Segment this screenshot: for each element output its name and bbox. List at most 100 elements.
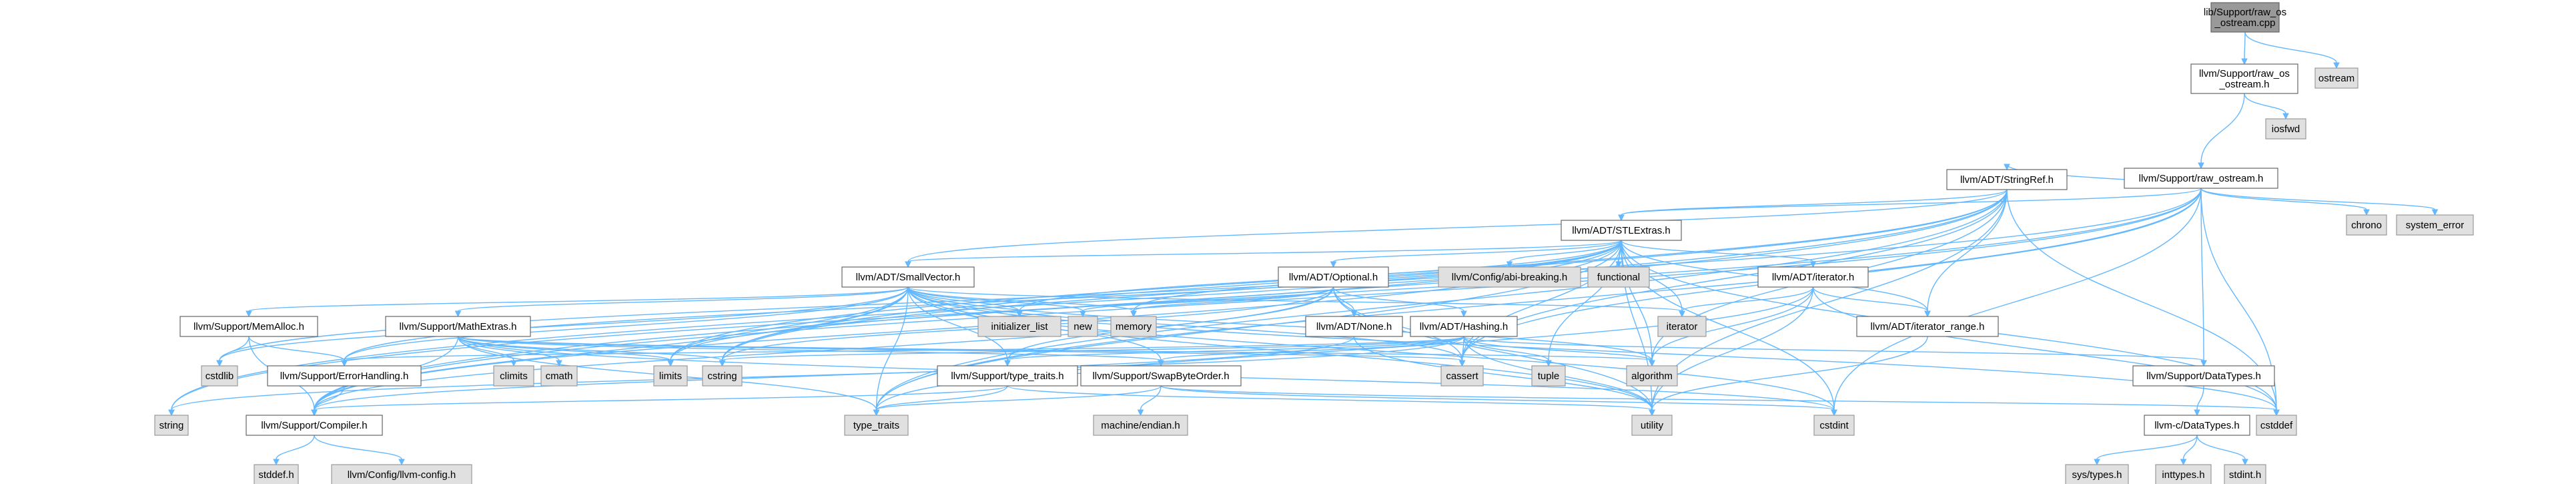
edge-arrowhead	[1016, 310, 1023, 318]
node-label: lib/Support/raw_os	[2204, 7, 2286, 18]
node-cstddef: cstddef	[2256, 415, 2297, 436]
edge-smallvector-to-algorithm	[907, 286, 1653, 361]
node-adtiterator[interactable]: llvm/ADT/iterator.h	[1757, 266, 1869, 288]
edge-swapbyteorder-to-cstddef	[1160, 385, 2277, 411]
edge-stringref-to-stlextras	[1621, 189, 2008, 216]
node-typetraits_h[interactable]: llvm/Support/type_traits.h	[937, 365, 1078, 387]
edge-arrowhead	[454, 310, 462, 318]
node-smallvector[interactable]: llvm/ADT/SmallVector.h	[841, 266, 975, 288]
node-inttypes: inttypes.h	[2155, 464, 2212, 484]
edge-optional-to-memory	[1133, 286, 1334, 312]
edge-arrowhead	[273, 459, 280, 466]
edge-memalloc-to-errhandling	[248, 336, 345, 361]
node-optional[interactable]: llvm/ADT/Optional.h	[1278, 266, 1389, 288]
node-swapbyteorder[interactable]: llvm/Support/SwapByteOrder.h	[1080, 365, 1242, 387]
node-label: llvm/ADT/Hashing.h	[1420, 321, 1509, 332]
node-root[interactable]: lib/Support/raw_os_ostream.cpp	[2204, 2, 2286, 33]
edge-hashing-to-swapbyteorder	[1160, 336, 1464, 361]
edge-arrowhead	[1649, 409, 1655, 417]
node-limits: limits	[653, 365, 688, 387]
edge-stlextras-to-abibreaking	[1509, 240, 1622, 262]
node-cdatatypes[interactable]: llvm-c/DataTypes.h	[2144, 415, 2250, 436]
node-iterator: iterator	[1657, 316, 1707, 337]
node-box	[2256, 415, 2297, 436]
edge-arrowhead	[667, 360, 674, 367]
node-label: llvm/Support/Compiler.h	[261, 420, 367, 431]
edge-hashing-to-cassert	[1461, 336, 1464, 361]
edge-arrowhead	[905, 261, 911, 268]
edge-adtiterator-to-utility	[1651, 286, 1814, 411]
node-errhandling[interactable]: llvm/Support/ErrorHandling.h	[267, 365, 422, 387]
node-none[interactable]: llvm/ADT/None.h	[1305, 316, 1403, 337]
node-box	[1561, 220, 1682, 241]
node-stlextras[interactable]: llvm/ADT/STLExtras.h	[1561, 220, 1682, 241]
edge-arrowhead	[311, 409, 318, 417]
node-label: stddef.h	[258, 469, 294, 481]
node-box	[937, 365, 1078, 387]
node-compiler[interactable]: llvm/Support/Compiler.h	[246, 415, 383, 436]
node-datatypes[interactable]: llvm/Support/DataTypes.h	[2132, 365, 2275, 387]
node-memalloc[interactable]: llvm/Support/MemAlloc.h	[179, 316, 318, 337]
edge-iterrange-to-utility	[1651, 336, 1928, 411]
edge-arrowhead	[2333, 62, 2340, 69]
node-cstring: cstring	[702, 365, 743, 387]
node-label: llvm/ADT/Optional.h	[1289, 272, 1378, 283]
node-box	[2124, 168, 2278, 189]
edge-arrowhead	[2282, 113, 2289, 120]
node-box	[331, 464, 472, 484]
node-mathextras[interactable]: llvm/Support/MathExtras.h	[385, 316, 531, 337]
node-llvmconfig: llvm/Config/llvm-config.h	[331, 464, 472, 484]
node-box	[2190, 63, 2298, 94]
node-box	[1813, 415, 1855, 436]
edge-smallvector-to-initlist	[907, 286, 1020, 312]
edge-raw_ostream-to-cstdint	[1833, 188, 2202, 411]
node-raw_ostream[interactable]: llvm/Support/raw_ostream.h	[2124, 168, 2278, 189]
node-box	[1440, 365, 1484, 387]
node-label: ostream	[2318, 73, 2354, 84]
node-hashing[interactable]: llvm/ADT/Hashing.h	[1410, 316, 1518, 337]
node-box	[2144, 415, 2250, 436]
edge-smallvector-to-new	[907, 286, 1084, 312]
node-chrono: chrono	[2346, 214, 2387, 236]
edge-mathextras-to-cmath	[457, 336, 560, 361]
edge-stringref-to-smallvector	[907, 189, 2008, 262]
edge-arrowhead	[556, 360, 562, 367]
node-initlist: initializer_list	[977, 316, 1061, 337]
node-box	[844, 415, 909, 436]
node-label: llvm/Support/type_traits.h	[951, 371, 1063, 382]
edge-none-to-utility	[1353, 336, 1653, 411]
node-box	[267, 365, 422, 387]
edge-arrowhead	[1158, 360, 1164, 367]
node-rawos_h[interactable]: llvm/Support/raw_os_ostream.h	[2190, 63, 2298, 94]
node-systypes: sys/types.h	[2065, 464, 2129, 484]
edge-cdatatypes-to-systypes	[2096, 435, 2198, 460]
edge-arrowhead	[1080, 310, 1086, 318]
edge-arrowhead	[1679, 310, 1685, 318]
edge-root-to-ostream	[2244, 31, 2337, 63]
edge-smallvector-to-compiler	[314, 286, 909, 411]
node-cstdlib: cstdlib	[201, 365, 238, 387]
edge-arrowhead	[1330, 261, 1337, 268]
node-label: llvm/ADT/StringRef.h	[1960, 174, 2054, 186]
edge-stlextras-to-cstdlib	[219, 240, 1622, 361]
edge-stlextras-to-smallvector	[907, 240, 1622, 262]
node-abibreaking: llvm/Config/abi-breaking.h	[1438, 266, 1581, 288]
edge-arrowhead	[2273, 409, 2280, 417]
edge-arrowhead	[1831, 409, 1837, 417]
node-iterrange[interactable]: llvm/ADT/iterator_range.h	[1856, 316, 1999, 337]
node-system_error: system_error	[2396, 214, 2474, 236]
edge-raw_ostream-to-stlextras	[1621, 188, 2202, 216]
edge-hashing-to-tuple	[1463, 336, 1549, 361]
edge-arrowhead	[2094, 459, 2100, 466]
node-box	[1067, 316, 1098, 337]
node-box	[179, 316, 318, 337]
edge-smallvector-to-cstdint	[907, 286, 1835, 411]
edge-mathextras-to-algorithm	[457, 336, 1653, 361]
node-box	[841, 266, 975, 288]
node-label: stdint.h	[2229, 469, 2261, 481]
node-stringref[interactable]: llvm/ADT/StringRef.h	[1946, 169, 2068, 190]
node-label: cassert	[1446, 371, 1478, 382]
node-box	[2265, 118, 2306, 140]
edge-compiler-to-stddef	[276, 435, 315, 460]
